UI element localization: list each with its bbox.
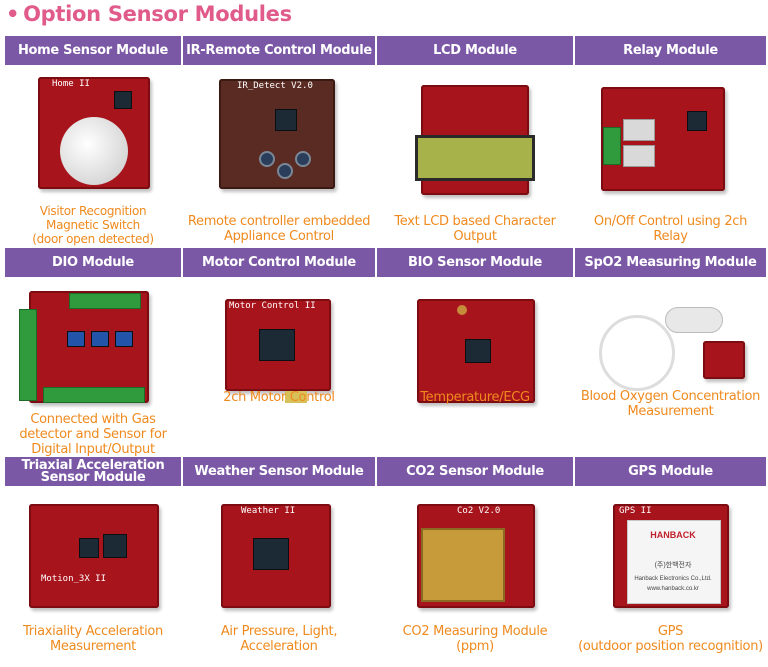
title-text: Option Sensor Modules [23, 2, 292, 26]
module-body: GPS II HANBACK (주)한백전자 Hanback Electroni… [575, 486, 766, 658]
gps-antenna [627, 520, 721, 604]
spo2-sensor-image [599, 307, 749, 391]
module-header: CO2 Sensor Module [377, 457, 573, 486]
weather-board-image: Weather II [221, 504, 331, 608]
module-body: Co2 V2.0 CO2 Measuring Module(ppm) [377, 486, 573, 658]
module-header: DIO Module [5, 248, 181, 277]
board-silkscreen: IR_Detect V2.0 [237, 81, 313, 91]
gps-logo-company: Hanback Electronics Co.,Ltd. [634, 576, 712, 582]
board-silkscreen: Motor Control II [229, 301, 316, 311]
triaxial-board-image: Motion_3X II [29, 504, 159, 608]
module-header: SpO2 Measuring Module [575, 248, 766, 277]
module-weather-sensor: Weather Sensor Module Weather II Air Pre… [183, 457, 375, 658]
module-header: Home Sensor Module [5, 36, 181, 65]
module-home-sensor: Home Sensor Module Home II Visitor Recog… [5, 36, 181, 248]
co2-board-image: Co2 V2.0 [417, 504, 535, 608]
board-silkscreen: Motion_3X II [41, 574, 107, 584]
module-bio-sensor: BIO Sensor Module Temperature/ECG [377, 248, 573, 457]
module-caption: 2ch Motor Control [223, 390, 335, 405]
page-title: •Option Sensor Modules [6, 2, 292, 32]
module-caption: CO2 Measuring Module(ppm) [402, 624, 548, 654]
motor-control-board-image: Motor Control II [225, 299, 331, 403]
board-silkscreen: Co2 V2.0 [457, 506, 501, 516]
module-ir-remote: IR-Remote Control Module IR_Detect V2.0 … [183, 36, 375, 248]
home-sensor-board-image: Home II [38, 77, 150, 189]
module-spo2: SpO2 Measuring Module Blood Oxygen Conce… [575, 248, 766, 457]
module-header: Motor Control Module [183, 248, 375, 277]
module-caption: GPS(outdoor position recognition) [578, 624, 763, 654]
gps-logo-text: HANBACK [650, 530, 696, 540]
module-body: IR_Detect V2.0 Remote controller embedde… [183, 65, 375, 248]
module-caption: Air Pressure, Light,Acceleration [220, 624, 338, 654]
module-grid: Home Sensor Module Home II Visitor Recog… [5, 36, 768, 658]
module-header: Relay Module [575, 36, 766, 65]
module-co2-sensor: CO2 Sensor Module Co2 V2.0 CO2 Measuring… [377, 457, 573, 658]
board-silkscreen: Weather II [241, 506, 296, 516]
module-header: IR-Remote Control Module [183, 36, 375, 65]
module-motor-control: Motor Control Module Motor Control II 2c… [183, 248, 375, 457]
module-header: BIO Sensor Module [377, 248, 573, 277]
board-silkscreen: GPS II [619, 506, 652, 516]
module-caption: Temperature/ECG [420, 390, 530, 405]
module-body: Weather II Air Pressure, Light,Accelerat… [183, 486, 375, 658]
relay-board-image [601, 87, 725, 191]
board-silkscreen: Home II [52, 79, 90, 89]
dio-board-image [19, 291, 155, 403]
module-header: GPS Module [575, 457, 766, 486]
bio-sensor-board-image [417, 299, 535, 403]
module-body: Temperature/ECG [377, 277, 573, 457]
module-header: Weather Sensor Module [183, 457, 375, 486]
gps-logo-url: www.hanback.co.kr [647, 586, 699, 592]
ir-remote-board-image: IR_Detect V2.0 [219, 79, 335, 189]
gps-logo-subtext: (주)한백전자 [654, 562, 692, 569]
title-bullet: • [6, 2, 20, 26]
module-body: Motor Control II 2ch Motor Control [183, 277, 375, 457]
module-gps: GPS Module GPS II HANBACK (주)한백전자 Hanbac… [575, 457, 766, 658]
gps-board-image: GPS II HANBACK (주)한백전자 Hanback Electroni… [613, 504, 729, 608]
lcd-board-image [415, 85, 535, 195]
module-header: LCD Module [377, 36, 573, 65]
